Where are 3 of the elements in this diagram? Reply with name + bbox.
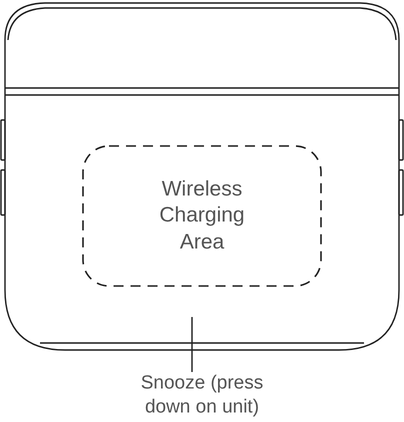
leader-line (191, 317, 193, 372)
callout-label: Snooze (press down on unit) (140, 371, 264, 419)
area-label: Wireless Charging Area (158, 176, 246, 256)
